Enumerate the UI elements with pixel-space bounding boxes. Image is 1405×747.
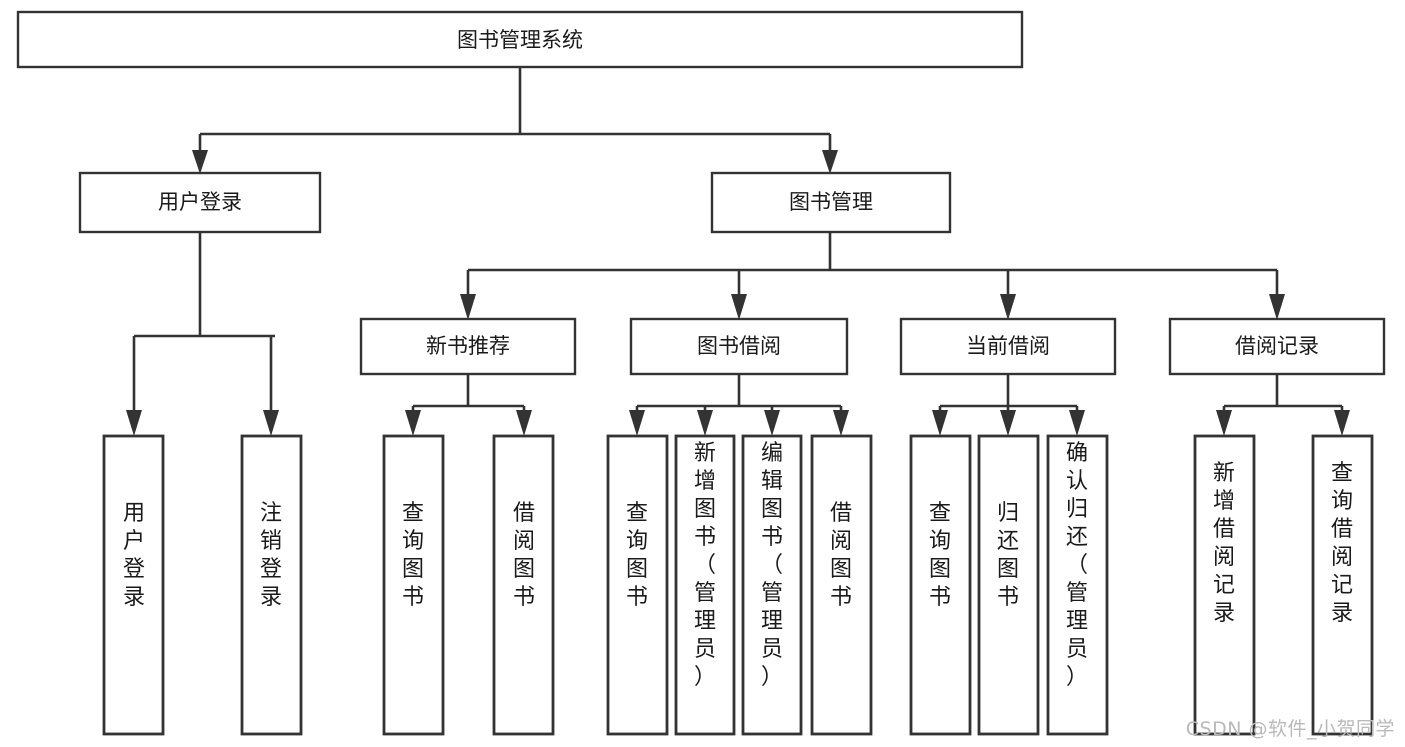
node-current-borrow-label: 当前借阅 [966, 334, 1050, 358]
arrow-head-borrow-record [1269, 294, 1285, 320]
leaf-query-book-current-label: 查询图书 [929, 501, 951, 610]
arrow-head-leaf-return-book [1000, 410, 1016, 436]
leaf-return-book-label: 归还图书 [997, 501, 1019, 610]
node-current-borrow[interactable]: 当前借阅 [899, 317, 1117, 376]
node-root-system[interactable]: 图书管理系统 [16, 10, 1024, 69]
node-current-borrow-box[interactable] [899, 317, 1117, 376]
arrow-head-leaf-user-login [126, 410, 142, 436]
leaf-logout-box[interactable] [240, 434, 303, 736]
node-book-borrow-label: 图书借阅 [697, 334, 781, 358]
leaf-add-borrow-record-box[interactable] [1193, 434, 1256, 736]
node-new-book-recommend-box[interactable] [359, 317, 577, 376]
arrow-head-current-borrow [1000, 294, 1016, 320]
leaf-query-book-current[interactable]: 查询图书 [909, 434, 972, 736]
leaf-borrow-book-recommend-label: 借阅图书 [513, 501, 535, 610]
leaf-query-borrow-record-label: 查询借阅记录 [1331, 461, 1353, 626]
leaf-edit-book-admin[interactable]: 编辑图书（管理员） [741, 434, 803, 736]
leaf-add-borrow-record[interactable]: 新增借阅记录 [1193, 434, 1256, 736]
leaf-borrow-book-recommend[interactable]: 借阅图书 [492, 434, 555, 736]
leaf-edit-book-admin-box[interactable] [741, 434, 803, 736]
node-book-borrow-box[interactable] [629, 317, 849, 376]
arrow-head-leaf-add-record [1216, 410, 1232, 436]
arrow-head-user-login [192, 150, 208, 174]
node-book-borrow[interactable]: 图书借阅 [629, 317, 849, 376]
leaf-query-borrow-record-box[interactable] [1311, 434, 1374, 736]
leaf-confirm-return-admin-box[interactable] [1046, 434, 1109, 736]
leaf-borrow-book[interactable]: 借阅图书 [810, 434, 873, 736]
leaf-user-login-label: 用户登录 [123, 501, 145, 610]
leaf-query-borrow-record[interactable]: 查询借阅记录 [1311, 434, 1374, 736]
arrow-head-book-borrow [731, 294, 747, 320]
node-book-management[interactable]: 图书管理 [710, 171, 952, 234]
node-borrow-record-box[interactable] [1168, 317, 1386, 376]
node-user-login[interactable]: 用户登录 [78, 171, 322, 234]
leaf-add-book-admin-box[interactable] [674, 434, 736, 736]
node-borrow-record-label: 借阅记录 [1235, 334, 1319, 358]
leaf-query-book-borrow-box[interactable] [606, 434, 669, 736]
arrow-head-leaf-borrow-book-2 [833, 410, 849, 436]
leaf-query-book-borrow-label: 查询图书 [626, 501, 648, 610]
leaf-query-book-recommend-box[interactable] [382, 434, 445, 736]
leaf-return-book[interactable]: 归还图书 [977, 434, 1040, 736]
leaf-logout[interactable]: 注销登录 [240, 434, 303, 736]
leaf-confirm-return-admin-label: 确认归还（管理员） [1066, 441, 1088, 690]
leaf-add-book-admin[interactable]: 新增图书（管理员） [674, 434, 736, 736]
arrow-head-leaf-query-book-3 [932, 410, 948, 436]
node-user-login-label: 用户登录 [158, 190, 242, 214]
leaf-query-book-borrow[interactable]: 查询图书 [606, 434, 669, 736]
arrow-head-leaf-logout [263, 410, 279, 436]
arrow-head-leaf-query-book-1 [405, 410, 421, 436]
node-new-book-recommend-label: 新书推荐 [426, 334, 510, 358]
node-borrow-record[interactable]: 借阅记录 [1168, 317, 1386, 376]
leaf-query-book-recommend-label: 查询图书 [402, 501, 424, 610]
node-book-management-box[interactable] [710, 171, 952, 234]
leaf-user-login-box[interactable] [102, 434, 165, 736]
leaf-borrow-book-box[interactable] [810, 434, 873, 736]
leaf-borrow-book-label: 借阅图书 [830, 501, 852, 610]
leaf-logout-label: 注销登录 [260, 501, 282, 610]
leaf-confirm-return-admin[interactable]: 确认归还（管理员） [1046, 434, 1109, 736]
arrow-head-leaf-borrow-book-1 [516, 410, 532, 436]
arrow-head-book-mgmt [822, 150, 838, 174]
arrow-head-leaf-edit-book [764, 410, 780, 436]
node-new-book-recommend[interactable]: 新书推荐 [359, 317, 577, 376]
node-root-label: 图书管理系统 [457, 28, 583, 52]
arrow-head-new-book-recommend [460, 294, 476, 320]
arrow-head-leaf-confirm-return [1069, 410, 1085, 436]
edge-group [126, 67, 1350, 436]
node-user-login-box[interactable] [78, 171, 322, 234]
leaf-edit-book-admin-label: 编辑图书（管理员） [761, 441, 783, 690]
leaf-add-borrow-record-label: 新增借阅记录 [1213, 461, 1235, 626]
leaf-user-login[interactable]: 用户登录 [102, 434, 165, 736]
leaf-borrow-book-recommend-box[interactable] [492, 434, 555, 736]
arrow-head-leaf-add-book [697, 410, 713, 436]
leaf-return-book-box[interactable] [977, 434, 1040, 736]
node-root-box[interactable] [16, 10, 1024, 69]
node-book-management-label: 图书管理 [789, 190, 873, 214]
leaf-add-book-admin-label: 新增图书（管理员） [694, 441, 716, 690]
leaf-query-book-current-box[interactable] [909, 434, 972, 736]
leaf-query-book-recommend[interactable]: 查询图书 [382, 434, 445, 736]
arrow-head-leaf-query-book-2 [629, 410, 645, 436]
arrow-head-leaf-query-record [1334, 410, 1350, 436]
